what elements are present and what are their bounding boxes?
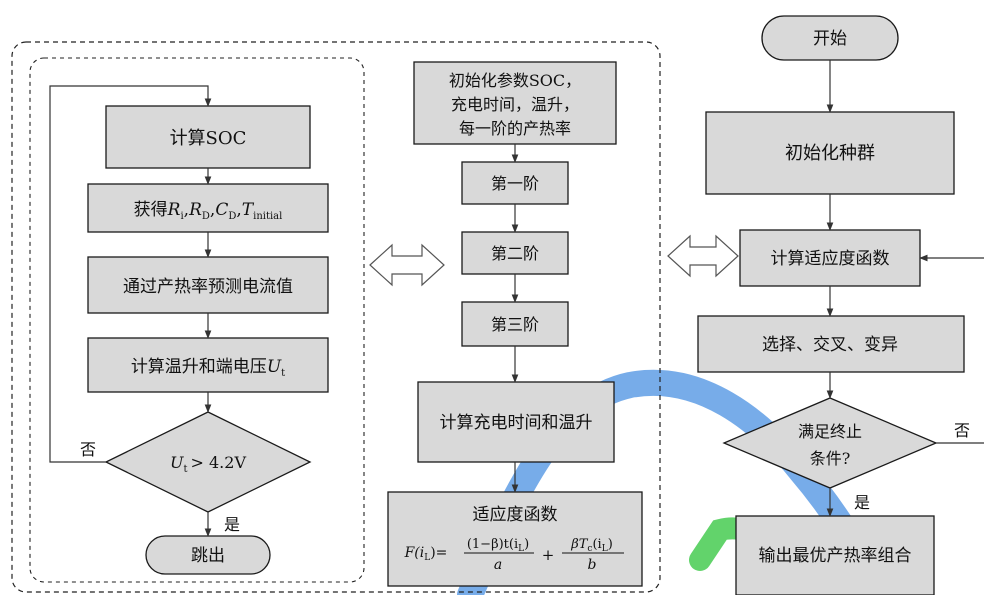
right-no-label: 否 bbox=[954, 421, 970, 440]
output-box: 输出最优产热率组合 bbox=[735, 515, 935, 595]
calc-fitness-box: 计算适应度函数 bbox=[739, 229, 921, 287]
formula-lhs: F(iL)= bbox=[404, 545, 448, 563]
calc-fitness-label: 计算适应度函数 bbox=[771, 249, 890, 269]
start-label: 开始 bbox=[813, 29, 847, 49]
formula-frac1-den: a bbox=[494, 557, 502, 573]
left-yes-label: 是 bbox=[224, 515, 240, 534]
genetic-ops-box: 选择、交叉、变异 bbox=[697, 315, 965, 373]
left-no-label: 否 bbox=[80, 440, 96, 459]
predict-current-box: 通过产热率预测电流值 bbox=[87, 256, 329, 314]
outer-dashed-frame bbox=[11, 41, 661, 593]
fitness-function-box: 适应度函数 F(iL)= (1−β)t(iL) a + βTc(iL) b bbox=[387, 491, 643, 587]
calc-soc-box: 计算SOC bbox=[105, 105, 311, 169]
init-params-box: 初始化参数SOC， 充电时间，温升， 每一阶的产热率 bbox=[413, 61, 617, 145]
formula-frac1-num: (1−β)t(iL) bbox=[467, 537, 529, 554]
stage1-label: 第一阶 bbox=[491, 174, 539, 193]
stage3-box: 第三阶 bbox=[461, 301, 569, 347]
termination-decision-diamond: 满足终止 条件? bbox=[722, 397, 938, 489]
stage2-label: 第二阶 bbox=[491, 244, 539, 263]
termination-line2: 条件? bbox=[810, 449, 851, 468]
formula-frac2-num: βTc(iL) bbox=[570, 537, 613, 554]
stage3-label: 第三阶 bbox=[491, 315, 539, 334]
calc-temp-voltage-label: 计算温升和端电压Ut bbox=[131, 357, 285, 379]
output-label: 输出最优产热率组合 bbox=[759, 546, 912, 566]
start-terminal: 开始 bbox=[761, 15, 899, 61]
stage1-box: 第一阶 bbox=[461, 161, 569, 205]
calc-time-temp-label: 计算充电时间和温升 bbox=[440, 413, 593, 433]
stage2-box: 第二阶 bbox=[461, 231, 569, 275]
calc-time-temp-box: 计算充电时间和温升 bbox=[417, 381, 615, 463]
get-params-label: 获得Ri,RD,CD,Tinitial bbox=[134, 200, 283, 222]
inner-dashed-frame bbox=[29, 57, 365, 583]
init-params-line2: 充电时间，温升， bbox=[451, 95, 579, 114]
init-params-line1: 初始化参数SOC， bbox=[449, 71, 581, 90]
double-arrow-right bbox=[667, 234, 739, 278]
voltage-decision-diamond: Ut> 4.2V bbox=[104, 411, 312, 513]
calc-soc-label: 计算SOC bbox=[170, 128, 247, 149]
calc-temp-voltage-box: 计算温升和端电压Ut bbox=[87, 337, 329, 393]
right-yes-label: 是 bbox=[854, 493, 870, 512]
termination-line1: 满足终止 bbox=[798, 422, 862, 441]
formula-frac2-den: b bbox=[588, 557, 597, 573]
predict-current-label: 通过产热率预测电流值 bbox=[123, 277, 293, 297]
init-population-box: 初始化种群 bbox=[705, 111, 955, 195]
exit-label: 跳出 bbox=[191, 546, 225, 566]
edge-loop-back bbox=[49, 85, 212, 463]
fitness-title: 适应度函数 bbox=[473, 505, 558, 525]
get-params-box: 获得Ri,RD,CD,Tinitial bbox=[87, 183, 329, 233]
init-params-line3: 每一阶的产热率 bbox=[459, 119, 571, 138]
double-arrow-left bbox=[369, 243, 445, 287]
formula-plus: + bbox=[542, 546, 555, 564]
voltage-decision-label: Ut> 4.2V bbox=[170, 453, 246, 475]
genetic-ops-label: 选择、交叉、变异 bbox=[762, 335, 898, 355]
exit-terminal: 跳出 bbox=[145, 535, 271, 575]
init-population-label: 初始化种群 bbox=[785, 143, 875, 164]
